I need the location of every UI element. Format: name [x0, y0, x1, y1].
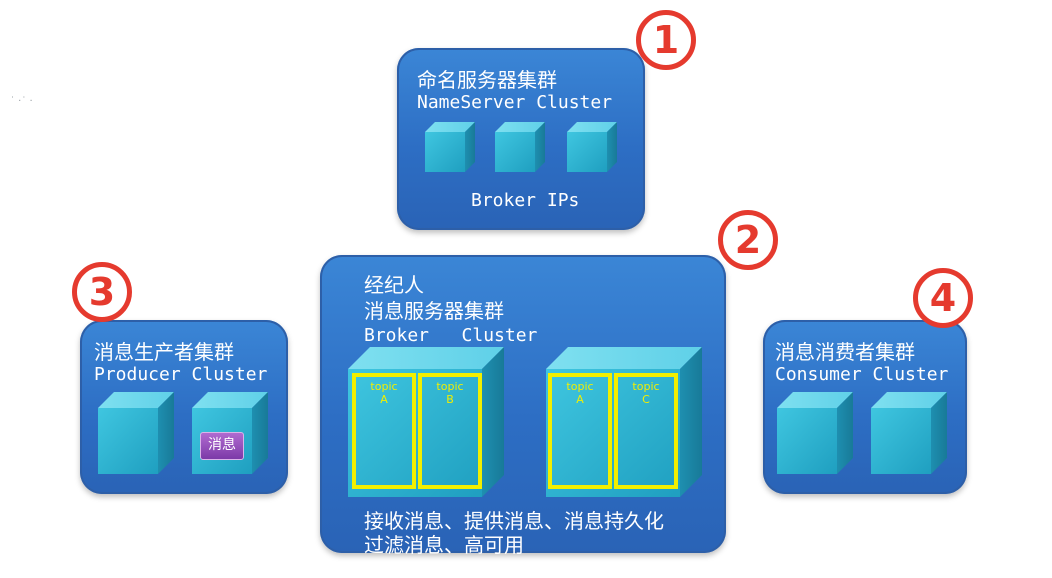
topic-label: topic	[436, 380, 464, 393]
badge-4: 4	[913, 268, 973, 328]
broker-title-cn-2: 消息服务器集群	[364, 299, 504, 323]
consumer-cluster-panel: 消息消费者集群 Consumer Cluster	[763, 320, 967, 494]
nameserver-title-en: NameServer Cluster	[417, 92, 613, 113]
nameserver-node-icon	[567, 122, 617, 172]
badge-3: 3	[72, 262, 132, 322]
broker-title-en: Broker Cluster	[364, 325, 538, 346]
nameserver-title-cn: 命名服务器集群	[417, 68, 557, 92]
message-block: 消息	[200, 432, 244, 460]
broker-title-cn-1: 经纪人	[364, 273, 424, 297]
nameserver-node-icon	[495, 122, 545, 172]
consumer-title-en: Consumer Cluster	[775, 364, 949, 385]
topic-letter: C	[642, 393, 650, 406]
broker-node-icon	[546, 347, 702, 497]
producer-title-en: Producer Cluster	[94, 364, 268, 385]
topic-letter: A	[380, 393, 388, 406]
topic-a-2: topic A	[548, 373, 612, 489]
broker-cluster-panel: 经纪人 消息服务器集群 Broker Cluster topic A topic…	[320, 255, 726, 557]
topic-label: topic	[632, 380, 660, 393]
topic-letter: A	[576, 393, 584, 406]
producer-cluster-panel: 消息生产者集群 Producer Cluster 消息	[80, 320, 288, 494]
nameserver-cluster-panel: 命名服务器集群 NameServer Cluster Broker IPs	[397, 48, 645, 230]
broker-desc-2: 过滤消息、高可用	[364, 533, 524, 557]
producer-node-icon	[98, 392, 174, 474]
consumer-node-icon	[777, 392, 853, 474]
consumer-title-cn: 消息消费者集群	[775, 340, 915, 364]
consumer-node-icon	[871, 392, 947, 474]
topic-b: topic B	[418, 373, 482, 489]
nameserver-node-icon	[425, 122, 475, 172]
broker-desc-1: 接收消息、提供消息、消息持久化	[364, 509, 664, 533]
topic-label: topic	[566, 380, 594, 393]
producer-title-cn: 消息生产者集群	[94, 340, 234, 364]
topic-letter: B	[446, 393, 454, 406]
topic-c: topic C	[614, 373, 678, 489]
nameserver-footer: Broker IPs	[471, 190, 580, 211]
topic-label: topic	[370, 380, 398, 393]
stray-mark: ˙ ·˙ ·	[10, 96, 33, 107]
badge-2: 2	[718, 210, 778, 270]
badge-1: 1	[636, 10, 696, 70]
topic-a-1: topic A	[352, 373, 416, 489]
